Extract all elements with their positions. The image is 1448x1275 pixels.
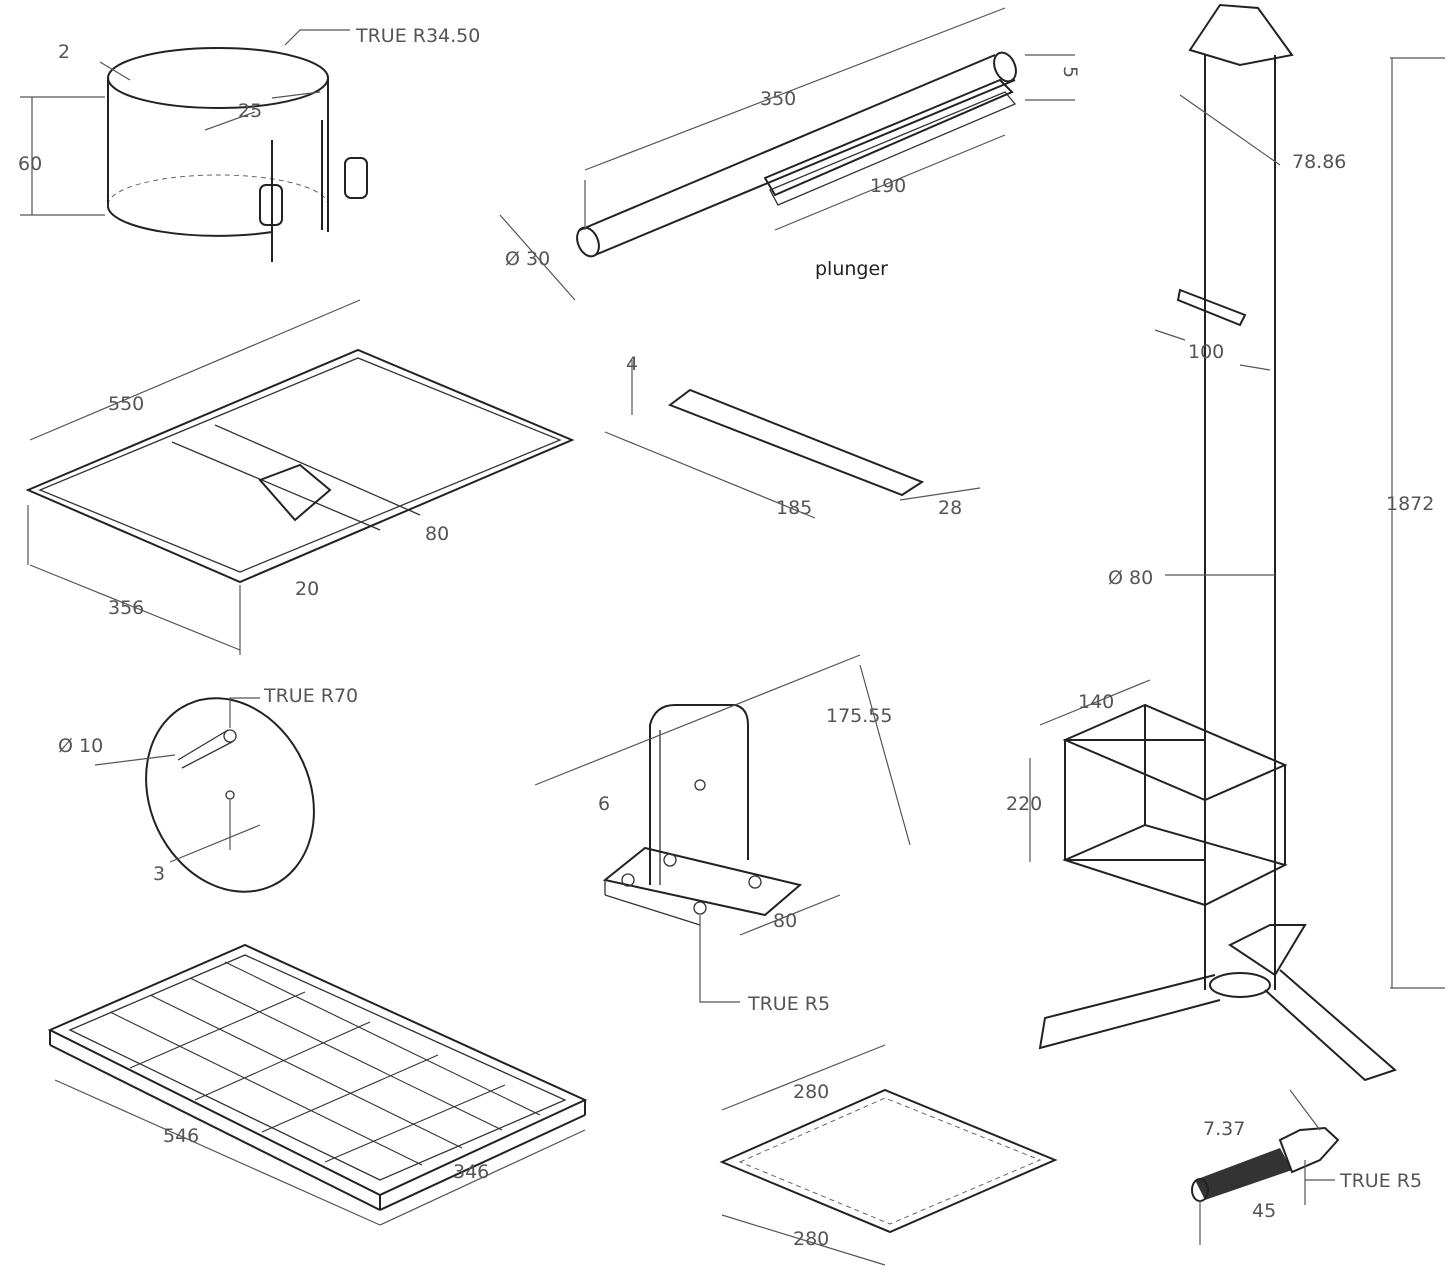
- bolt-part: [1191, 1089, 1340, 1245]
- grid-tray-part: [47, 943, 588, 1226]
- grid-tray-width-label: 346: [453, 1161, 489, 1183]
- box-frame-part: [1029, 679, 1288, 907]
- clamp-height-label: 60: [18, 153, 42, 175]
- plunger-rail-height-label: 5: [1059, 66, 1081, 78]
- column-height-label: 1872: [1386, 493, 1434, 515]
- tray-part: [25, 299, 575, 655]
- plunger-diameter-label: Ø 30: [505, 248, 550, 270]
- bolt-length-label: 45: [1252, 1200, 1276, 1222]
- plunger-caption: plunger: [815, 258, 888, 280]
- box-width-label: 140: [1078, 691, 1114, 713]
- bracket-height-label: 175.55: [826, 705, 892, 727]
- column-funnel-label: 78.86: [1292, 151, 1346, 173]
- box-height-label: 220: [1006, 793, 1042, 815]
- column-part: [1038, 3, 1445, 1082]
- strip-part: [604, 360, 981, 519]
- disc-hole-label: Ø 10: [58, 735, 103, 757]
- bracket-radius-label: TRUE R5: [747, 993, 830, 1015]
- strip-width-label: 28: [938, 497, 962, 519]
- disc-center-label: 3: [153, 863, 165, 885]
- tray-width-label: 356: [108, 597, 144, 619]
- bolt-radius-label: TRUE R5: [1339, 1170, 1422, 1192]
- clamp-radius-label: TRUE R34.50: [355, 25, 480, 47]
- grid-tray-length-label: 546: [163, 1125, 199, 1147]
- disc-part: [94, 697, 315, 893]
- clamp-gap-label: 25: [238, 100, 262, 122]
- bracket-base-label: 80: [773, 910, 797, 932]
- disc-radius-label: TRUE R70: [263, 685, 358, 707]
- plate-part: [719, 1044, 1058, 1266]
- cylinder-clamp: [20, 29, 368, 262]
- tray-length-label: 550: [108, 393, 144, 415]
- column-diameter-label: Ø 80: [1108, 567, 1153, 589]
- strip-length-label: 185: [776, 497, 812, 519]
- tray-rib-label: 80: [425, 523, 449, 545]
- plate-top-label: 280: [793, 1081, 829, 1103]
- clamp-thickness-label: 2: [58, 41, 70, 63]
- plunger-length-label: 350: [760, 88, 796, 110]
- plunger-rail-length-label: 190: [870, 175, 906, 197]
- bolt-head-label: 7.37: [1203, 1118, 1245, 1140]
- strip-thickness-label: 4: [626, 353, 638, 375]
- column-bracket-label: 100: [1188, 341, 1224, 363]
- l-bracket-part: [534, 654, 911, 1003]
- plunger-part: [499, 7, 1075, 301]
- plate-bottom-label: 280: [793, 1228, 829, 1250]
- tray-depth-label: 20: [295, 578, 319, 600]
- bracket-thickness-label: 6: [598, 793, 610, 815]
